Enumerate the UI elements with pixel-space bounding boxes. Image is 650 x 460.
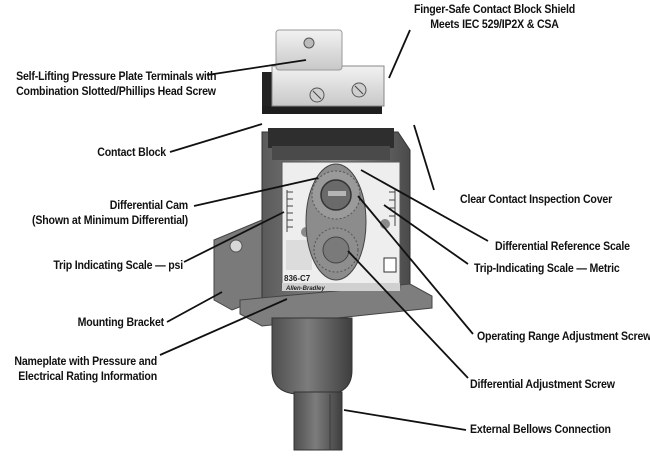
label-mounting-bracket: Mounting Bracket: [77, 317, 165, 329]
label-differential-reference-scale: Differential Reference Scale: [495, 241, 630, 253]
label-nameplate: Nameplate with Pressure and Electrical R…: [14, 356, 158, 383]
leader-self-lifting: [206, 59, 307, 76]
catalog-number: 836-C7: [284, 274, 311, 283]
label-self-lifting-terminals: Self-Lifting Pressure Plate Terminals wi…: [16, 71, 217, 98]
differential-adjustment-screw: [322, 236, 350, 264]
label-contact-block: Contact Block: [97, 147, 166, 159]
leader-clear-cover: [413, 124, 435, 191]
leader-diff-adjust: [347, 250, 469, 379]
bellows-housing: [271, 317, 353, 451]
label-external-bellows-connection: External Bellows Connection: [470, 424, 611, 436]
label-operating-range-screw: Operating Range Adjustment Screw: [477, 331, 650, 343]
brand-name: Allen-Bradley: [285, 286, 325, 292]
label-differential-cam: Differential Cam (Shown at Minimum Diffe…: [32, 200, 188, 227]
leader-finger-safe: [388, 29, 411, 79]
clear-contact-cover: [271, 29, 385, 107]
leader-diff-ref-scale: [360, 169, 489, 242]
finger-safe-shield: [275, 29, 343, 71]
leader-differential-cam: [193, 177, 319, 207]
label-trip-scale-metric: Trip-Indicating Scale — Metric: [474, 263, 620, 275]
leader-trip-metric: [383, 204, 469, 265]
label-trip-scale-psi: Trip Indicating Scale — psi: [53, 260, 184, 272]
trip-scale-metric: [389, 188, 396, 226]
leader-contact-block: [169, 123, 263, 153]
external-bellows-connection: [293, 391, 343, 451]
label-differential-adjustment-screw: Differential Adjustment Screw: [470, 379, 615, 391]
leader-nameplate: [159, 298, 288, 356]
leader-mounting-bracket: [166, 291, 223, 323]
leader-trip-psi: [183, 211, 285, 263]
label-finger-safe-shield: Finger-Safe Contact Block Shield Meets I…: [413, 4, 576, 31]
leader-lines: [159, 29, 489, 431]
screw-slot-icon: [328, 191, 346, 196]
leader-operating-range: [357, 195, 474, 335]
terminal-screw-icon: [303, 37, 315, 49]
label-clear-contact-cover: Clear Contact Inspection Cover: [460, 194, 613, 206]
trip-scale-psi: [286, 190, 293, 232]
leader-bellows: [343, 409, 467, 431]
adjustment-dials: [305, 163, 367, 281]
